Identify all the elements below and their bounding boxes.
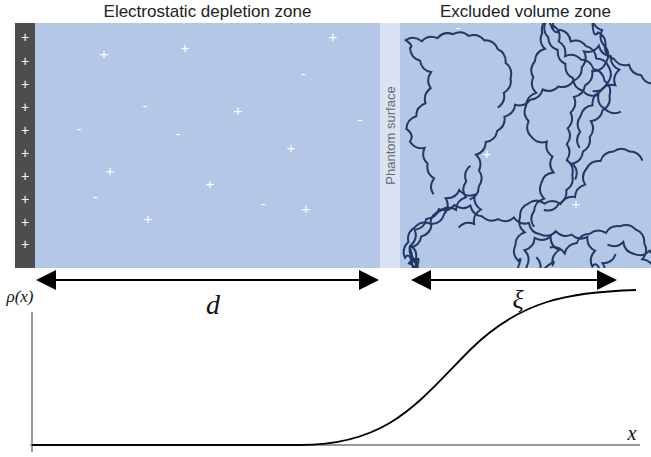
polymer-chain xyxy=(406,32,511,194)
vertical-label: Phantom surface xyxy=(384,86,397,184)
polymer-chain xyxy=(550,225,651,268)
positive-ion: + xyxy=(21,77,29,91)
negative-ion: - xyxy=(358,112,363,127)
charged-wall xyxy=(15,23,35,268)
negative-ion: - xyxy=(176,126,181,141)
polymer-chain xyxy=(544,23,651,211)
polymer-chain xyxy=(514,149,643,268)
positive-ion: + xyxy=(144,211,153,226)
negative-ion: - xyxy=(301,66,306,81)
positive-ion: + xyxy=(21,100,29,114)
positive-ion: + xyxy=(572,196,581,211)
positive-ion: + xyxy=(106,163,115,178)
positive-ion: + xyxy=(21,54,29,68)
polymer-chain xyxy=(544,23,621,179)
positive-ion: + xyxy=(21,237,29,251)
depletion-zone: Electrostatic depletion zone xyxy=(35,23,380,268)
positive-ion: + xyxy=(181,40,190,55)
positive-ion: + xyxy=(287,140,296,155)
positive-ion: + xyxy=(21,215,29,229)
symbol-label: ρ(x) xyxy=(6,288,33,305)
negative-ion: - xyxy=(456,20,461,35)
negative-ion: - xyxy=(261,196,266,211)
negative-ion: - xyxy=(93,189,98,204)
positive-ion: + xyxy=(100,46,109,61)
positive-ion: + xyxy=(21,192,29,206)
polymer-chains xyxy=(404,23,651,268)
density-curve xyxy=(32,290,636,445)
d-arrow xyxy=(40,279,375,281)
phantom-surface: Phantom surface xyxy=(380,23,400,268)
positive-ion: + xyxy=(234,103,243,118)
polymer-chain xyxy=(404,166,481,268)
zone-heading: Excluded volume zone xyxy=(440,3,611,20)
negative-ion: - xyxy=(77,121,82,136)
positive-ion: + xyxy=(206,176,215,191)
polymer-chain xyxy=(470,46,620,200)
negative-ion: - xyxy=(143,98,148,113)
positive-ion: + xyxy=(329,29,338,44)
positive-ion: + xyxy=(21,169,29,183)
symbol-label: ξ xyxy=(512,287,523,313)
positive-ion: + xyxy=(302,201,311,216)
polymer-chain xyxy=(525,23,611,227)
xi-arrow xyxy=(415,279,613,281)
symbol-label: d xyxy=(206,291,220,319)
zone-heading: Electrostatic depletion zone xyxy=(104,3,312,20)
positive-ion: + xyxy=(21,146,29,160)
symbol-label: x xyxy=(628,423,637,443)
positive-ion: + xyxy=(21,123,29,137)
y-axis xyxy=(31,312,33,452)
positive-ion: + xyxy=(21,30,29,44)
positive-ion: + xyxy=(483,146,492,161)
polymer-chain xyxy=(410,205,616,268)
